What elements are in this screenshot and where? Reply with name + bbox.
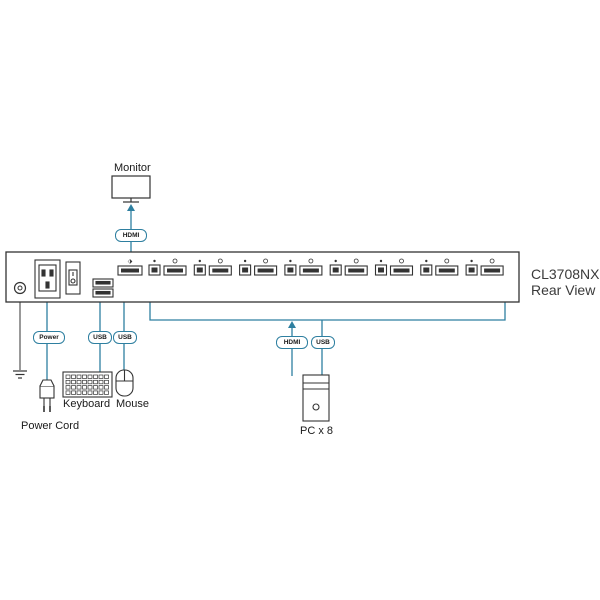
pc-hdmi-tag: HDMI (276, 336, 308, 349)
kvm-port-group (239, 258, 278, 276)
monitor-hdmi-tag: HDMI (115, 229, 147, 242)
monitor-label: Monitor (114, 162, 151, 174)
mouse-label: Mouse (116, 398, 150, 410)
kvm-port-group (148, 258, 187, 276)
svg-text:⬗: ⬗ (128, 258, 133, 265)
kvm-port-group (420, 258, 459, 276)
power-cord-label: Power Cord (21, 420, 80, 432)
pc-label: PC x 8 (300, 425, 334, 437)
kvm-port-group (374, 258, 414, 276)
power-tag: Power (33, 331, 65, 344)
mouse-icon (115, 369, 134, 397)
kvm-port-group (465, 258, 504, 276)
console-usb-ports-icon (92, 278, 114, 298)
keyboard-icon (62, 371, 113, 398)
keyboard-usb-tag: USB (88, 331, 112, 344)
kvm-port-groups (148, 258, 504, 276)
kvm-rear-panel (5, 251, 520, 303)
view-name: Rear View (531, 282, 596, 298)
console-hdmi-port-icon: ⬗ (117, 258, 143, 276)
power-switch-icon (65, 261, 81, 295)
pc-tower-icon (302, 374, 330, 422)
model-name: CL3708NX (531, 266, 600, 282)
monitor-icon (111, 175, 151, 203)
power-socket-icon (34, 259, 61, 299)
ground-icon (13, 370, 27, 379)
kvm-port-group (329, 258, 368, 276)
ground-screw-icon (13, 281, 27, 295)
keyboard-label: Keyboard (63, 398, 111, 410)
mouse-usb-tag: USB (113, 331, 137, 344)
kvm-port-group (193, 258, 232, 276)
pc-hdmi-arrow (288, 321, 296, 328)
kvm-port-group (284, 258, 323, 276)
power-plug-icon (39, 379, 55, 412)
monitor-arrow (127, 204, 135, 211)
pc-usb-tag: USB (311, 336, 335, 349)
